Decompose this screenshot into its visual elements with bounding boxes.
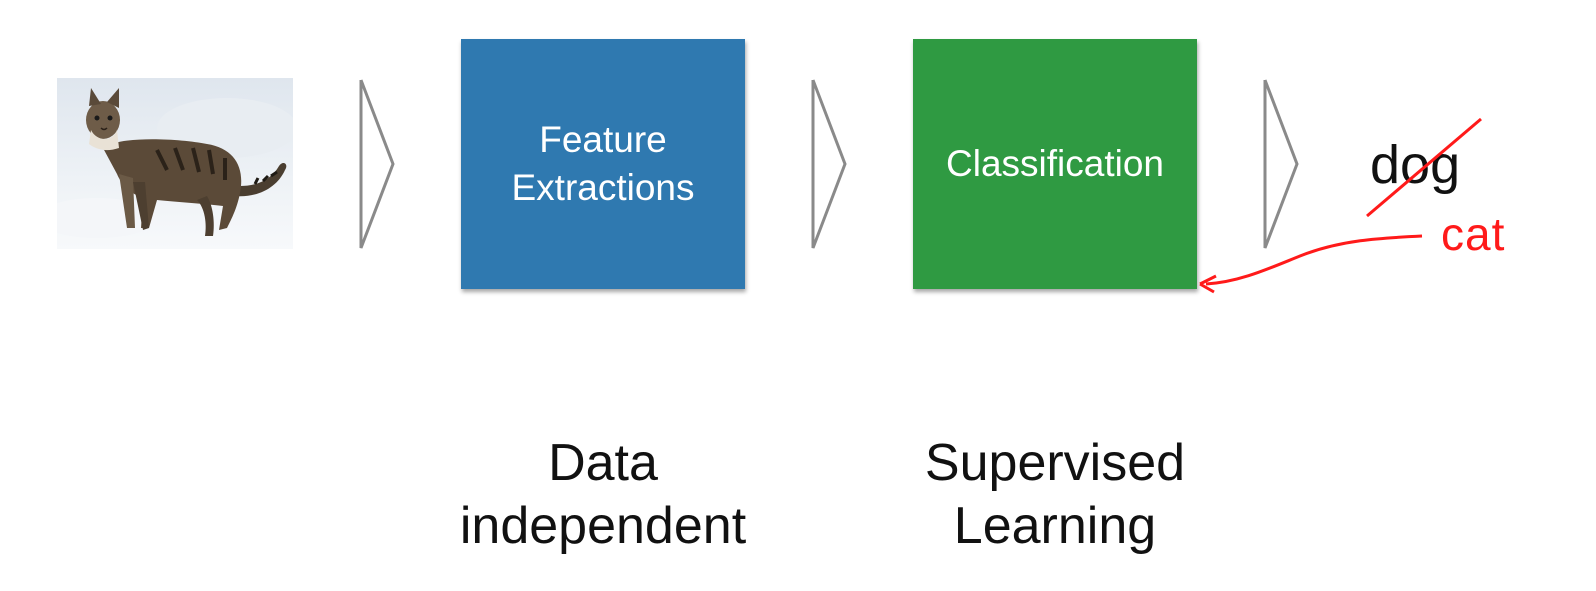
- feature-extraction-label: Feature Extractions: [511, 118, 695, 208]
- feedback-arrow: [1205, 234, 1423, 286]
- correct-label: cat: [1441, 208, 1506, 260]
- classification-label: Classification: [946, 142, 1164, 184]
- feature-extraction-box: Feature Extractions: [461, 39, 745, 289]
- classification-caption: Supervised Learning: [924, 434, 1186, 556]
- cat-photo: [57, 78, 293, 249]
- feature-caption: Data independent: [459, 434, 747, 556]
- wrong-prediction-label: dog: [1370, 135, 1461, 195]
- classification-box: Classification: [913, 39, 1197, 289]
- chevron-right-icon: [359, 78, 395, 250]
- chevron-right-icon: [1263, 78, 1299, 250]
- feedback-arrow-head: [1199, 274, 1217, 294]
- chevron-right-icon: [811, 78, 847, 250]
